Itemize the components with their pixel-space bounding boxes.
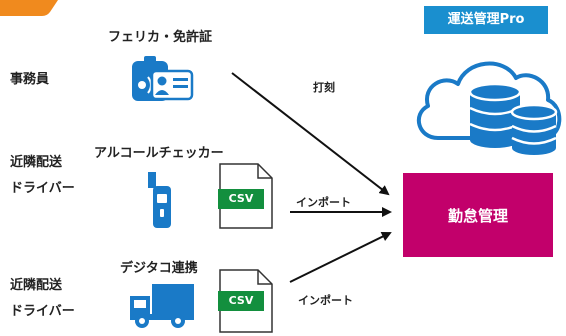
attendance-management-box: 勤怠管理 xyxy=(403,173,553,257)
arrow-stamp xyxy=(231,72,390,196)
role-driver-1: 近隣配送 ドライバー xyxy=(10,150,75,202)
role-driver-1-line1: 近隣配送 xyxy=(10,155,63,170)
attendance-management-label: 勤怠管理 xyxy=(447,206,508,225)
tacho-label: デジタコ連携 xyxy=(120,261,198,276)
cloud-database-icon xyxy=(416,61,562,155)
felica-label: フェリカ・免許証 xyxy=(108,30,213,45)
felica-card-icon xyxy=(132,56,194,101)
csv-tag-1: CSV xyxy=(218,189,264,209)
database-cylinder-2 xyxy=(510,103,558,155)
role-driver-1-line2: ドライバー xyxy=(10,181,75,196)
role-office-staff: 事務員 xyxy=(10,72,50,87)
role-driver-2: 近隣配送 ドライバー xyxy=(10,273,75,325)
system-name-badge: 運送管理Pro xyxy=(424,6,548,34)
arrow-import-2 xyxy=(289,232,392,283)
edge-label-stamp: 打刻 xyxy=(313,81,335,94)
truck-icon xyxy=(130,284,194,328)
edge-label-import-2: インポート xyxy=(298,294,353,307)
role-driver-2-line2: ドライバー xyxy=(10,304,75,319)
csv-file-2: CSV xyxy=(218,268,274,334)
alcohol-checker-label: アルコールチェッカー xyxy=(94,146,224,161)
header-tab-fragment xyxy=(0,0,58,16)
alcohol-checker-icon xyxy=(148,172,171,228)
csv-file-1: CSV xyxy=(218,162,274,230)
csv-tag-2: CSV xyxy=(218,291,264,311)
edge-label-import-1: インポート xyxy=(296,196,351,209)
role-driver-2-line1: 近隣配送 xyxy=(10,278,63,293)
